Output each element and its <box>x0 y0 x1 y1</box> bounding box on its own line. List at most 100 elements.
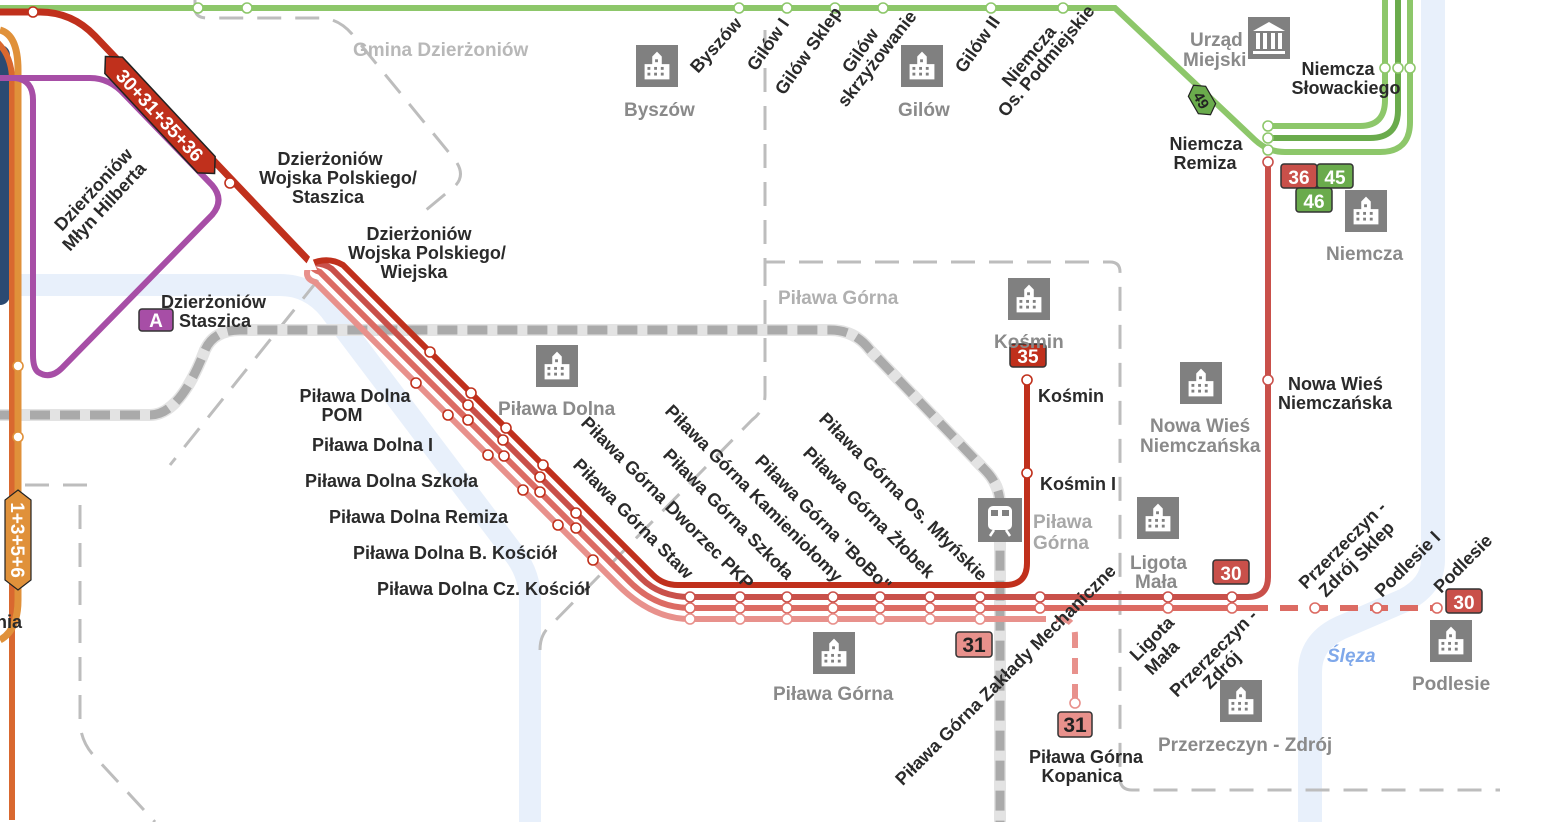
station-dot[interactable] <box>974 613 986 625</box>
station-dot[interactable] <box>497 434 509 446</box>
station-dot[interactable] <box>224 177 236 189</box>
station-dot[interactable] <box>874 613 886 625</box>
station-dot[interactable] <box>537 459 549 471</box>
station-dot[interactable] <box>500 422 512 434</box>
red-trunk <box>0 8 315 267</box>
station-dot[interactable] <box>517 484 529 496</box>
station-dot[interactable] <box>424 346 436 358</box>
svg-text:31: 31 <box>962 634 986 657</box>
station-dot[interactable] <box>1034 591 1046 603</box>
town-icon-ligota <box>1137 497 1179 539</box>
station-dot[interactable] <box>734 591 746 603</box>
station-dot[interactable] <box>241 2 253 14</box>
municipal-boundaries <box>25 0 1500 822</box>
station-dot[interactable] <box>1069 697 1081 709</box>
svg-text:35: 35 <box>1017 347 1039 368</box>
town-label-byszow: Byszów <box>624 100 695 121</box>
station-dot[interactable] <box>12 360 24 372</box>
station-dot[interactable] <box>534 471 546 483</box>
station-dot[interactable] <box>781 613 793 625</box>
station-dot[interactable] <box>827 602 839 614</box>
town-icon-podlesie <box>1430 620 1472 662</box>
station-dot[interactable] <box>924 591 936 603</box>
station-dot[interactable] <box>1021 467 1033 479</box>
station-dot[interactable] <box>924 602 936 614</box>
station-dot[interactable] <box>1309 602 1321 614</box>
station-dot[interactable] <box>192 2 204 14</box>
town-label-pilawa-gorna-area: Piława Górna <box>778 288 899 309</box>
station-dot[interactable] <box>1262 144 1274 156</box>
station-dot[interactable] <box>1262 374 1274 386</box>
station-dot[interactable] <box>684 591 696 603</box>
station-dot[interactable] <box>552 519 564 531</box>
station-dot[interactable] <box>534 486 546 498</box>
station-dot[interactable] <box>781 602 793 614</box>
station-dot[interactable] <box>1404 62 1416 74</box>
station-label-gilow-sklep: Gilów Sklep <box>771 3 846 98</box>
station-dot[interactable] <box>1262 132 1274 144</box>
town-icon-pilawa-gorna <box>813 632 855 674</box>
railway-line <box>0 325 1005 822</box>
station-dot[interactable] <box>570 522 582 534</box>
station-dot[interactable] <box>27 6 39 18</box>
station-dot[interactable] <box>874 602 886 614</box>
station-dot[interactable] <box>684 613 696 625</box>
station-dot[interactable] <box>1021 374 1033 386</box>
station-dot[interactable] <box>462 399 474 411</box>
station-dot[interactable] <box>781 2 793 14</box>
station-label-cut: nia <box>0 612 23 632</box>
badge-31-mechaniczne: 31 <box>955 631 993 658</box>
station-dot[interactable] <box>734 602 746 614</box>
station-dot[interactable] <box>733 2 745 14</box>
station-dot[interactable] <box>1162 591 1174 603</box>
station-dot[interactable] <box>1162 602 1174 614</box>
orange-line <box>0 26 22 644</box>
station-dot[interactable] <box>827 591 839 603</box>
station-dot[interactable] <box>410 377 422 389</box>
station-dot[interactable] <box>1226 591 1238 603</box>
station-dot[interactable] <box>465 387 477 399</box>
station-dot[interactable] <box>985 2 997 14</box>
station-dot[interactable] <box>462 414 474 426</box>
station-label-pd-remiza: Piława Dolna Remiza <box>329 507 509 527</box>
station-dot[interactable] <box>1379 62 1391 74</box>
river-sleza <box>1298 0 1445 822</box>
station-dot[interactable] <box>1034 602 1046 614</box>
station-dot[interactable] <box>482 449 494 461</box>
station-dot[interactable] <box>570 507 582 519</box>
svg-text:1+3+5+6: 1+3+5+6 <box>6 502 27 578</box>
station-dot[interactable] <box>877 2 889 14</box>
town-label-pilawa-gorna: Piława Górna <box>773 684 894 705</box>
station-dot[interactable] <box>874 591 886 603</box>
station-dot[interactable] <box>1226 602 1238 614</box>
station-dot[interactable] <box>734 613 746 625</box>
station-dot[interactable] <box>1392 62 1404 74</box>
town-hall-icon <box>1248 17 1290 59</box>
station-dot[interactable] <box>1262 120 1274 132</box>
station-dot[interactable] <box>684 602 696 614</box>
station-dot[interactable] <box>974 602 986 614</box>
station-dot[interactable] <box>827 613 839 625</box>
station-dot[interactable] <box>1371 602 1383 614</box>
svg-text:30: 30 <box>1453 593 1474 614</box>
station-dot[interactable] <box>498 450 510 462</box>
green-line-45 <box>1268 0 1388 129</box>
station-dot[interactable] <box>12 431 24 443</box>
station-dot[interactable] <box>442 409 454 421</box>
station-dot[interactable] <box>781 591 793 603</box>
badge-36: 36 <box>1280 163 1318 189</box>
station-dot[interactable] <box>1057 2 1069 14</box>
station-dot[interactable] <box>829 2 841 14</box>
town-icon-nowa-wies <box>1180 362 1222 404</box>
line-31-dashed <box>1030 616 1078 703</box>
station-dot[interactable] <box>924 613 936 625</box>
station-label-pd-cz-kosciol: Piława Dolna Cz. Kościół <box>377 579 590 599</box>
station-dot[interactable] <box>974 591 986 603</box>
station-dot[interactable] <box>1431 602 1443 614</box>
station-dot[interactable] <box>1262 156 1274 168</box>
svg-text:30: 30 <box>1220 564 1241 585</box>
station-dot[interactable] <box>587 554 599 566</box>
